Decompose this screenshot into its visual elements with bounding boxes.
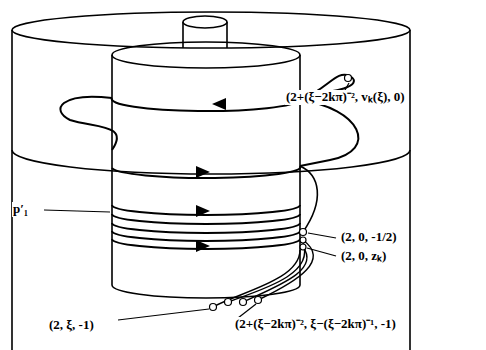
coordinate-label: p′₁ — [12, 202, 29, 217]
coordinate-label: (2+(ξ−2kπ)⁻², vₖ(ξ), 0) — [285, 90, 406, 105]
coordinate-label: (2+(ξ−2kπ)⁻², ξ−(ξ−2kπ)⁻¹, -1) — [234, 317, 397, 332]
coordinate-label: (2, 0, -1/2) — [340, 230, 398, 245]
coordinate-label: (2, ξ, -1) — [48, 318, 95, 333]
coordinate-label: (2, 0, zₖ) — [340, 249, 387, 264]
